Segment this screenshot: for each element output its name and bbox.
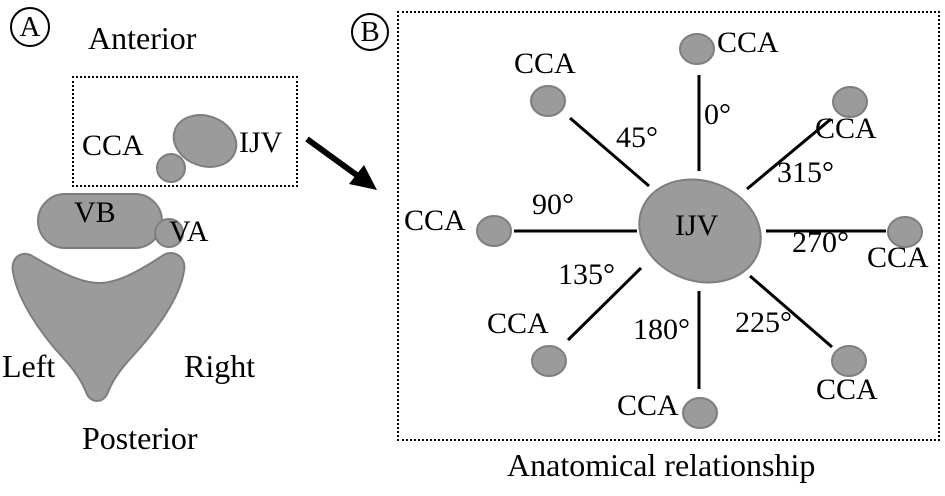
vertebral-artery-shape — [154, 218, 184, 248]
cca-label-45: CCA — [514, 47, 576, 80]
cca-node-270 — [887, 216, 923, 248]
panel-b-frame — [397, 11, 940, 441]
spoke-line-315 — [746, 117, 832, 191]
angle-label-225: 225° — [735, 306, 792, 339]
zoom-arrow — [305, 136, 377, 190]
cca-label-a: CCA — [82, 129, 144, 162]
orientation-right-label: Right — [184, 348, 256, 384]
cca-node-45 — [530, 85, 566, 117]
cca-label-270: CCA — [867, 241, 929, 274]
cca-label-180: CCA — [617, 389, 679, 422]
angle-label-315: 315° — [777, 156, 834, 189]
spoke-line-45 — [569, 116, 650, 188]
vertebra-arch-shape — [11, 252, 186, 402]
cca-node-180 — [682, 397, 718, 429]
spoke-line-225 — [749, 274, 833, 349]
panel-b-badge: B — [351, 13, 389, 51]
panel-a-inset-box — [72, 76, 298, 187]
angle-label-0: 0° — [704, 98, 731, 131]
panel-a-badge: A — [10, 7, 50, 47]
cca-node-315 — [832, 86, 868, 118]
cca-node-135 — [531, 345, 567, 377]
cca-node-225 — [831, 345, 867, 377]
orientation-posterior-label: Posterior — [82, 420, 198, 456]
cca-label-0: CCA — [717, 26, 779, 59]
cca-label-90: CCA — [404, 204, 466, 237]
cca-label-225: CCA — [816, 373, 878, 406]
ijv-shape-b — [638, 178, 762, 284]
cca-node-0 — [679, 33, 715, 65]
vertebral-artery-label: VA — [169, 215, 209, 248]
angle-label-90: 90° — [532, 188, 574, 221]
panel-b-caption: Anatomical relationship — [507, 447, 816, 483]
cca-node-90 — [476, 215, 512, 247]
cca-label-315: CCA — [815, 112, 877, 145]
vertebral-body-label: VB — [74, 196, 116, 229]
angle-label-135: 135° — [558, 258, 615, 291]
cca-shape-a — [156, 153, 186, 183]
angle-label-45: 45° — [616, 121, 658, 154]
cca-label-135: CCA — [487, 307, 549, 340]
ijv-label-b: IJV — [675, 209, 719, 242]
angle-label-270: 270° — [792, 226, 849, 259]
spoke-line-135 — [566, 266, 643, 342]
orientation-anterior-label: Anterior — [88, 20, 197, 56]
ijv-shape-a — [172, 114, 238, 168]
angle-label-180: 180° — [633, 313, 690, 346]
ijv-label-a: IJV — [239, 126, 283, 159]
orientation-left-label: Left — [2, 348, 56, 384]
